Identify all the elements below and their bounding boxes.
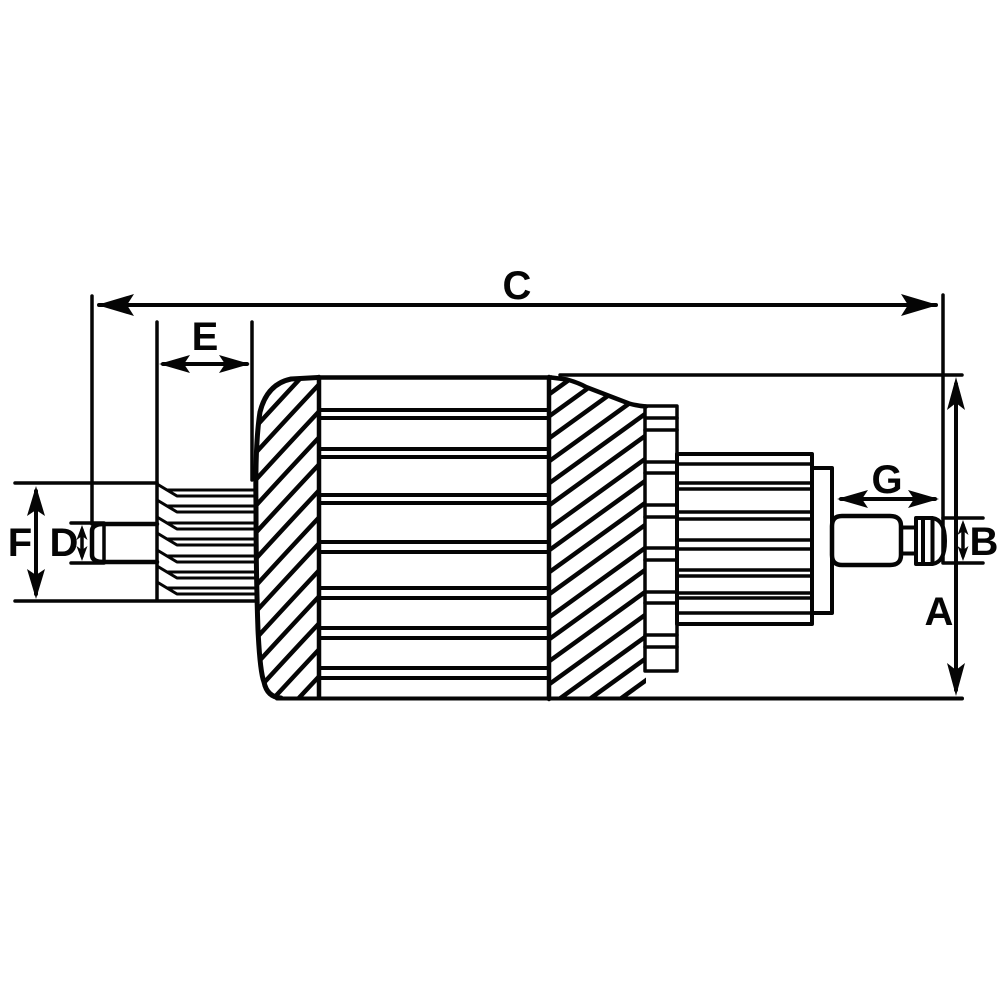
dim-B-arrow-top bbox=[957, 520, 969, 535]
dim-D-arrow-bottom bbox=[76, 546, 88, 561]
right-winding-hatch-lines bbox=[549, 377, 646, 699]
dim-label-b: B bbox=[970, 520, 999, 564]
dim-label-d: D bbox=[50, 521, 79, 565]
lamination-stack-edges bbox=[316, 374, 554, 702]
dimension-D bbox=[69, 521, 106, 565]
dim-F-arrow-bottom bbox=[27, 569, 45, 599]
dim-label-c: C bbox=[503, 264, 532, 308]
shaft-neck-lines bbox=[899, 525, 918, 556]
dim-label-a: A bbox=[925, 590, 954, 634]
dim-A-arrow-top bbox=[947, 377, 965, 410]
dimension-A bbox=[558, 373, 965, 696]
commutator-cylinder-outline bbox=[675, 452, 814, 626]
dimension-G bbox=[837, 490, 939, 508]
dimension-F bbox=[13, 481, 259, 603]
dim-C-arrow-left bbox=[97, 294, 134, 316]
dim-label-f: F bbox=[8, 521, 32, 565]
dim-E-arrow-right bbox=[219, 355, 250, 373]
left-winding-hatch-lines bbox=[255, 377, 318, 698]
lamination-stack-lines bbox=[319, 408, 549, 680]
end-knob-outline bbox=[914, 516, 947, 566]
dim-E-arrow-left bbox=[159, 355, 190, 373]
armature-body bbox=[89, 320, 964, 702]
dimension-annotations bbox=[13, 293, 985, 696]
dim-A-arrow-bottom bbox=[947, 663, 965, 696]
dim-D-arrow-top bbox=[76, 525, 88, 540]
dimension-labels: C E F D G B A bbox=[8, 264, 999, 634]
spline-teeth-lines bbox=[155, 482, 256, 596]
dim-label-g: G bbox=[871, 458, 902, 502]
dim-C-arrow-right bbox=[901, 294, 938, 316]
dim-G-arrow-left bbox=[837, 490, 868, 508]
commutator-cylinder-lines bbox=[677, 462, 812, 615]
dimension-B bbox=[941, 516, 985, 565]
dim-label-e: E bbox=[192, 315, 219, 359]
commutator-bars-dividers bbox=[643, 416, 679, 649]
collar-ring bbox=[810, 466, 834, 615]
commutator-bars-outline bbox=[643, 404, 679, 673]
left-shaft-outline bbox=[89, 521, 160, 565]
dim-F-arrow-top bbox=[27, 486, 45, 516]
dimension-E bbox=[159, 320, 254, 482]
dim-B-arrow-bottom bbox=[957, 546, 969, 561]
dim-G-arrow-right bbox=[908, 490, 939, 508]
right-shaft-outline bbox=[829, 513, 904, 568]
